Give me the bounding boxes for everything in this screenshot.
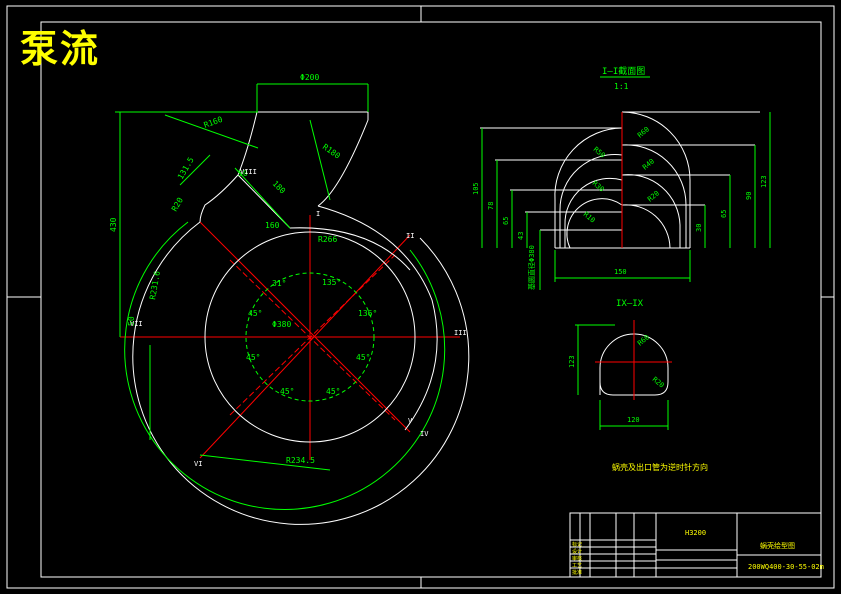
drawing-title: 泵流 <box>20 27 101 71</box>
radius-r40: R40 <box>641 157 656 171</box>
dim-180: 180 <box>271 179 288 196</box>
title-block-center: H3200 <box>685 529 706 537</box>
angle-31: 31° <box>272 279 286 288</box>
angle-45c: 45° <box>280 387 294 396</box>
radius-r20: R20 <box>646 189 661 203</box>
section-ix-height: 123 <box>568 355 576 368</box>
title-block-row-4: 批准 <box>572 569 582 576</box>
outer-frame <box>6 5 835 589</box>
r-side: R231.6 <box>148 270 162 300</box>
r-label: R266 <box>318 235 337 244</box>
section-i-width: 150 <box>614 268 627 276</box>
volute-view: Φ200 R160 R180 430 50 131.5 R20 50 180 1… <box>109 73 470 525</box>
title-block-row-3: 工艺 <box>572 563 582 569</box>
dim-diameter-top: Φ200 <box>300 73 319 82</box>
dim-left: 430 <box>109 217 118 232</box>
inner-frame <box>40 21 822 578</box>
section-ix-width: 120 <box>627 416 640 424</box>
volute-outline <box>132 111 470 525</box>
section-label-vii: VII <box>130 320 143 328</box>
radius-r10: R10 <box>582 210 597 224</box>
dim-r-inner: R180 <box>321 142 342 161</box>
section-i-shapes <box>480 111 760 249</box>
title-block-name: 蜗壳绘型图 <box>760 541 795 550</box>
dim-50: 50 <box>238 169 248 178</box>
spiral-lines <box>115 83 446 510</box>
title-block-row-2: 审核 <box>572 555 582 562</box>
title-block <box>569 512 822 578</box>
angle-45b: 45° <box>246 353 260 362</box>
section-label-iii: III <box>454 329 467 337</box>
angle-136: 136° <box>358 309 377 318</box>
title-block-row-1: 设计 <box>572 548 582 555</box>
section-i-scale: 1:1 <box>614 82 629 91</box>
section-label-viii: VIII <box>240 168 257 176</box>
radius-r60: R60 <box>636 125 651 139</box>
section-label-ii: II <box>406 232 414 240</box>
title-block-code: 200WQ400-30-55-02m <box>748 563 824 571</box>
section-label-iv: IV <box>420 430 429 438</box>
dim-160: 160 <box>265 221 280 230</box>
dim-r-outer: R160 <box>203 115 224 130</box>
dim-left-small: 50 <box>127 316 136 326</box>
section-ix-r20: R20 <box>651 375 666 389</box>
section-label-v: V <box>408 417 413 425</box>
section-ix-view: IX—IX 123 120 R60 R20 <box>568 299 672 430</box>
angle-45a: 45° <box>248 309 262 318</box>
radius-r50: R50 <box>592 145 607 159</box>
section-ix-heading: IX—IX <box>616 299 644 309</box>
section-i-heading: I—I截面图 <box>602 65 645 77</box>
r-bottom: R234.5 <box>286 456 315 465</box>
dim-left-65: 65 <box>502 217 510 225</box>
base-circle: Φ380 <box>272 320 291 329</box>
section-i-base: 基圆直径Φ380 <box>527 245 536 290</box>
dim-left-43: 43 <box>517 232 525 240</box>
radius-r30: R30 <box>591 179 606 193</box>
title-block-row-0: 标记 <box>572 541 582 548</box>
dim-right-65: 65 <box>720 210 728 218</box>
dim-r20: R20 <box>170 196 185 213</box>
angle-45e: 45° <box>356 353 370 362</box>
section-ix-r60: R60 <box>636 333 651 347</box>
angle-135: 135° <box>322 278 341 287</box>
section-label-i: I <box>316 210 320 218</box>
centerlines <box>120 215 460 460</box>
dim-left-78: 78 <box>487 202 495 210</box>
dim-left-105: 105 <box>472 182 480 195</box>
angle-45d: 45° <box>326 387 340 396</box>
direction-note: 蜗壳及出口管为逆时针方向 <box>612 462 708 472</box>
section-label-vi: VI <box>194 460 202 468</box>
dim-1315: 131.5 <box>176 155 196 181</box>
dim-right-123: 123 <box>760 175 768 188</box>
dim-right-30: 30 <box>695 224 703 232</box>
section-i-view: I—I截面图 1:1 <box>472 65 771 290</box>
dim-right-90: 90 <box>745 192 753 200</box>
